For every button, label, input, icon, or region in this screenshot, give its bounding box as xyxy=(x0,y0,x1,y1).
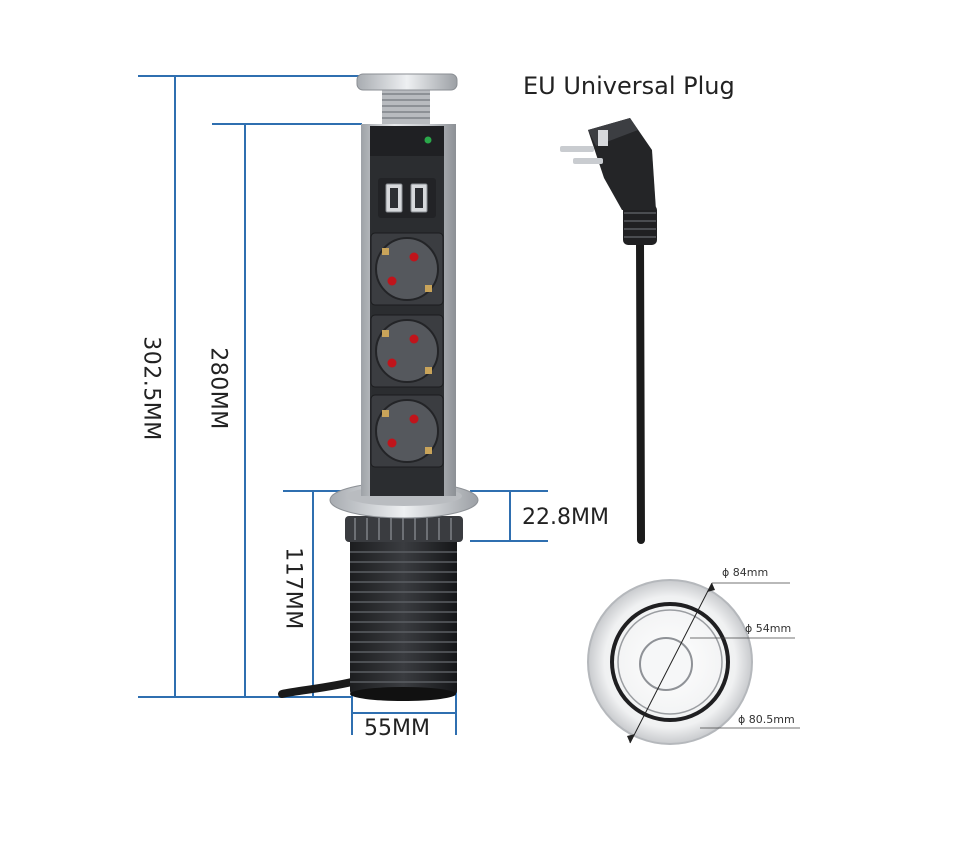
body-height-label: 280MM xyxy=(205,347,231,430)
dimension-lines xyxy=(138,75,548,735)
sleeve-width-label: 55MM xyxy=(364,716,430,741)
outlet-3 xyxy=(370,394,444,468)
total-height-label: 302.5MM xyxy=(138,336,164,441)
flange-height-label: 22.8MM xyxy=(522,505,609,530)
outer-diameter-label: ϕ 84mm xyxy=(722,566,769,579)
sleeve-height-label: 117MM xyxy=(280,547,306,630)
popup-socket-tower xyxy=(278,73,479,701)
top-view-diagram xyxy=(587,579,800,745)
outlet-1 xyxy=(370,232,444,306)
plug-title: EU Universal Plug xyxy=(523,72,735,100)
cutout-diameter-label: ϕ 80.5mm xyxy=(738,713,795,726)
outlet-2 xyxy=(370,314,444,388)
inner-diameter-label: ϕ 54mm xyxy=(745,622,792,635)
eu-plug-illustration xyxy=(560,118,657,544)
